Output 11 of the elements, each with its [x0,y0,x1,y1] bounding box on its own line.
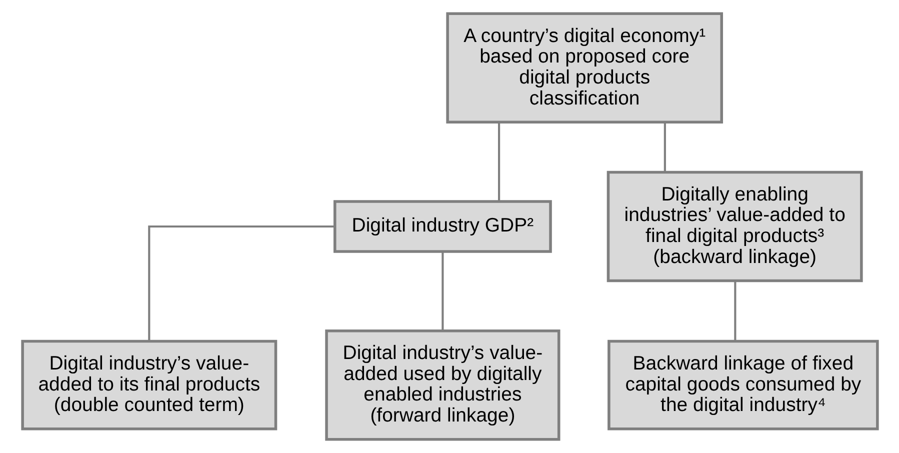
node-box: Digital industry’s value-added used by digitally enabled industries (forward linkage) [324,329,560,441]
connector [734,281,736,341]
node-box: Digital industry’s value-added to its final products (double counted term) [20,340,277,430]
node-box: Backward linkage of fixed capital goods consumed by the digital industry⁴ [607,340,878,430]
node-box: A country’s digital economy¹ based on proposed core digital products classification [446,12,723,124]
connector [498,122,500,202]
node-box: Digitally enabling industries’ value-added to final digital products³ (backward linkage) [606,170,862,282]
connector [441,252,444,331]
node-box: Digital industry GDP² [333,200,552,253]
connector [148,225,334,341]
connector [663,122,666,172]
